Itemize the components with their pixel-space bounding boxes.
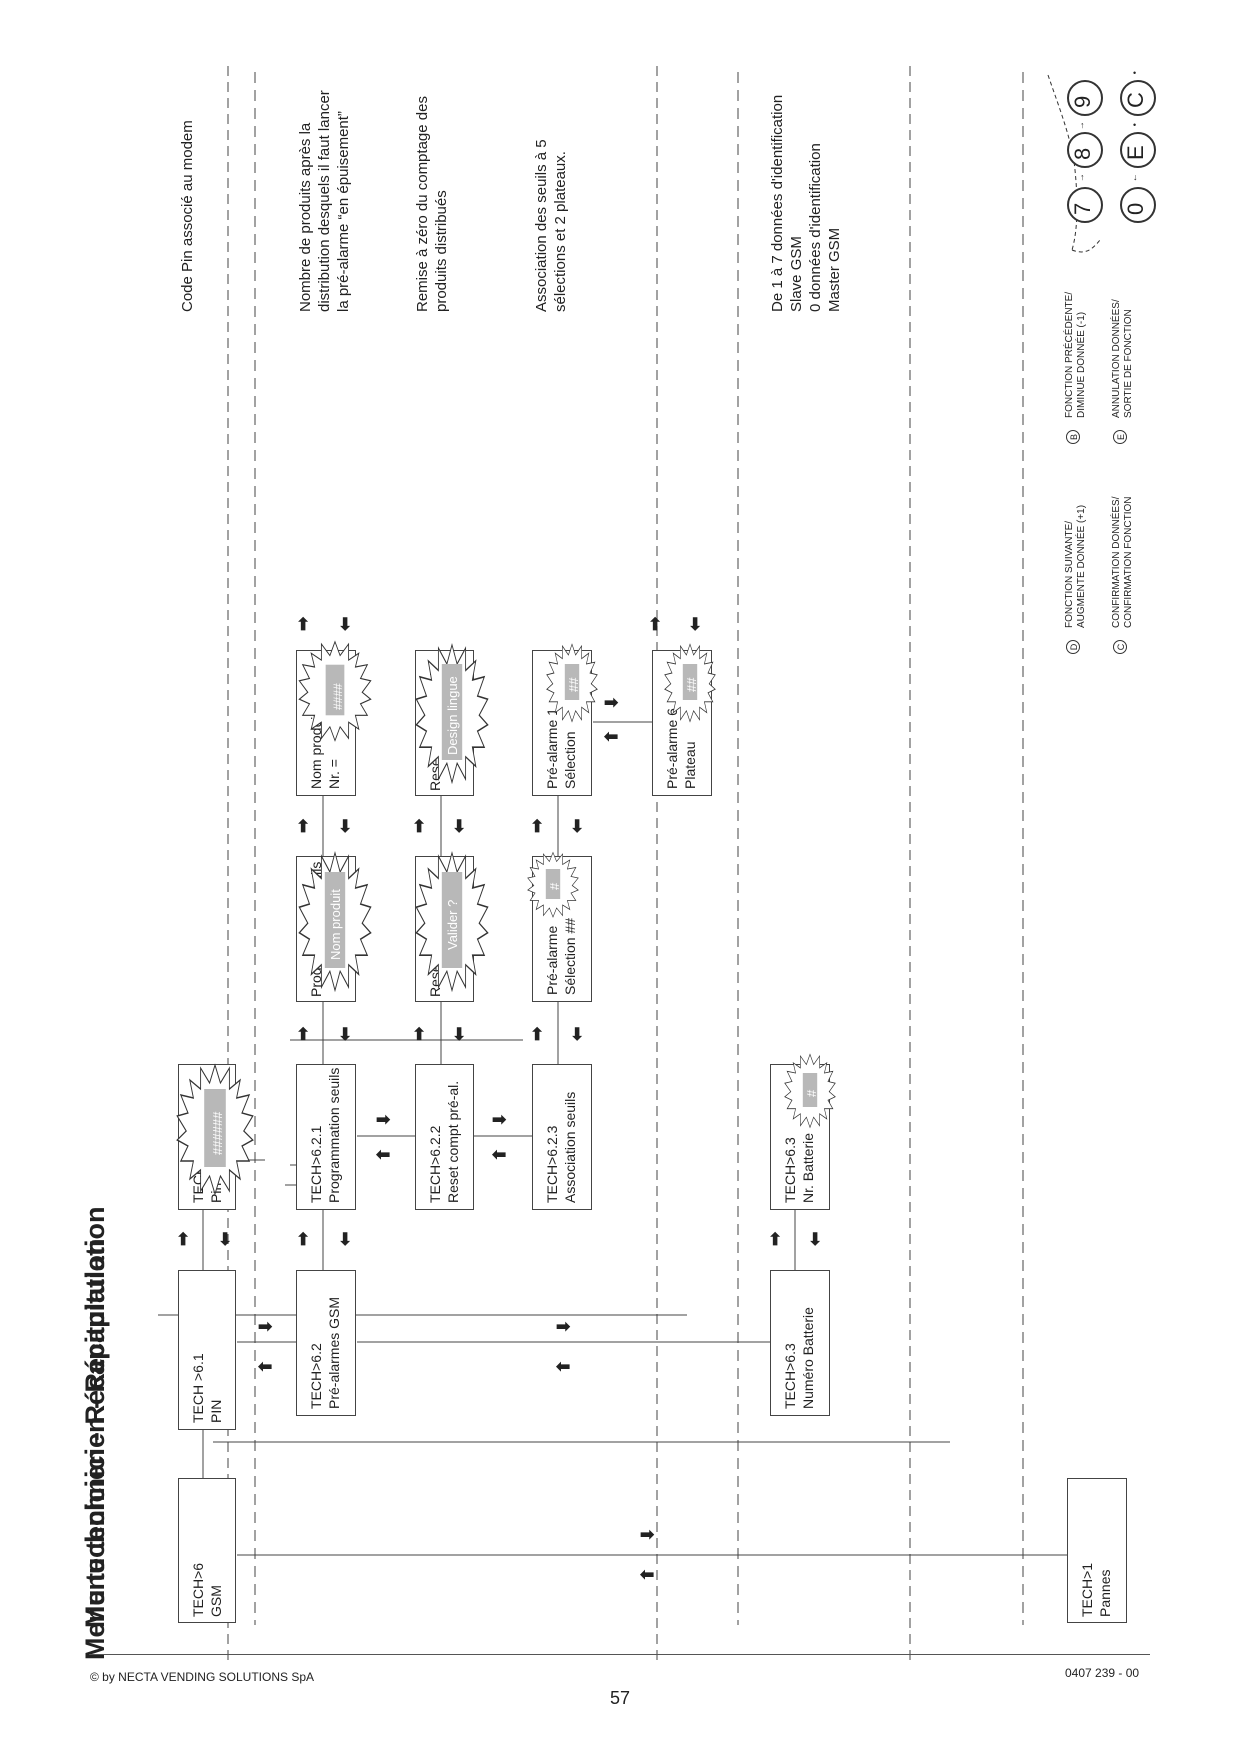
box-tech623: TECH>6.2.3 Association seuils [532, 1064, 592, 1210]
arrow-up-icon: ⬆ [768, 1230, 782, 1249]
key-label: C [1123, 92, 1148, 108]
key-7-icon [1067, 187, 1103, 223]
arrow-left-icon: ⬅ [603, 727, 618, 746]
arrow-right-icon: ➡ [492, 1110, 507, 1129]
arrow-down-icon: ⬇ [338, 1230, 352, 1249]
arrow-down-icon: ⬇ [570, 817, 584, 836]
key-0-icon [1120, 187, 1156, 223]
key-label: 0 [1123, 202, 1148, 215]
arrow-right-icon: ➡ [640, 1525, 655, 1544]
arrow-right-icon: ➡ [258, 1317, 273, 1336]
box-tech1: TECH>1 Pannes [1067, 1478, 1127, 1623]
key-label: E [1123, 145, 1148, 160]
arrow-down-icon: ⬇ [338, 615, 352, 634]
arrow-up-icon: ⬆ [296, 615, 310, 634]
burst-pin [176, 1064, 254, 1195]
arrow-down-icon: ⬇ [338, 817, 352, 836]
key-label: 7 [1070, 202, 1095, 215]
arrow-up-icon: ⬆ [296, 817, 310, 836]
box-tech63: TECH>6.3 Numéro Batterie [770, 1270, 830, 1416]
arrow-right-icon: ➡ [376, 1110, 391, 1129]
box-tech622: TECH>6.2.2 Reset compt pré-al. [415, 1064, 474, 1210]
burst-reset2 [415, 643, 489, 784]
box-tech621: TECH>6.2.1 Programmation seuils [296, 1064, 356, 1210]
arrow-up-icon: ⬆ [412, 817, 426, 836]
key-label: 8 [1070, 147, 1095, 160]
key-label: 9 [1070, 95, 1095, 108]
arrow-up-icon: ⬆ [176, 1230, 190, 1249]
arrow-up-icon: ⬆ [530, 817, 544, 836]
burst-nrbat [784, 1053, 836, 1128]
arrow-down-icon: ⬇ [688, 615, 702, 634]
arrow-icon: ↑ [1080, 120, 1085, 130]
arrow-down-icon: ⬇ [452, 817, 466, 836]
burst-pre2 [546, 643, 598, 723]
arrow-down-icon: ⬇ [338, 1025, 352, 1044]
burst-pre1 [527, 852, 579, 918]
arrow-left-icon: ⬅ [491, 1145, 506, 1164]
key-c-icon [1120, 80, 1156, 116]
burst-prog [298, 851, 372, 992]
box-tech6: TECH>6 GSM [178, 1478, 236, 1623]
arrow-icon: ↓ [1133, 172, 1138, 182]
arrow-up-icon: ⬆ [296, 1025, 310, 1044]
page-number: 57 [610, 1688, 631, 1708]
arrow-icon: • [1133, 120, 1136, 130]
key-e-icon [1120, 132, 1156, 168]
arrow-icon: ↑ [1080, 172, 1085, 182]
arrow-left-icon: ⬅ [639, 1565, 654, 1584]
arrow-left-icon: ⬅ [257, 1357, 272, 1376]
arrow-down-icon: ⬇ [570, 1025, 584, 1044]
key-9-icon [1067, 80, 1103, 116]
arrow-down-icon: ⬇ [808, 1230, 822, 1249]
box-tech62: TECH>6.2 Pré-alarmes GSM [296, 1270, 356, 1416]
arrow-left-icon: ⬅ [375, 1145, 390, 1164]
arrow-up-icon: ⬆ [296, 1230, 310, 1249]
arrow-icon: • [1133, 68, 1136, 78]
footer-rule [90, 1654, 1150, 1655]
arrow-right-icon: ➡ [604, 693, 619, 712]
burst-pre3 [664, 643, 716, 723]
arrow-up-icon: ⬆ [412, 1025, 426, 1044]
burst-reset1 [415, 851, 489, 992]
key-8-icon [1067, 132, 1103, 168]
footer-code: 0407 239 - 00 [1065, 1666, 1140, 1680]
arrow-left-icon: ⬅ [555, 1357, 570, 1376]
arrow-up-icon: ⬆ [648, 615, 662, 634]
footer-copyright: © by NECTA VENDING SOLUTIONS SpA [90, 1670, 315, 1684]
box-tech61: TECH >6.1 PIN [178, 1270, 236, 1430]
arrow-up-icon: ⬆ [530, 1025, 544, 1044]
arrow-right-icon: ➡ [556, 1317, 571, 1336]
arrow-down-icon: ⬇ [218, 1230, 232, 1249]
arrow-down-icon: ⬇ [452, 1025, 466, 1044]
burst-nomprod [298, 641, 372, 742]
